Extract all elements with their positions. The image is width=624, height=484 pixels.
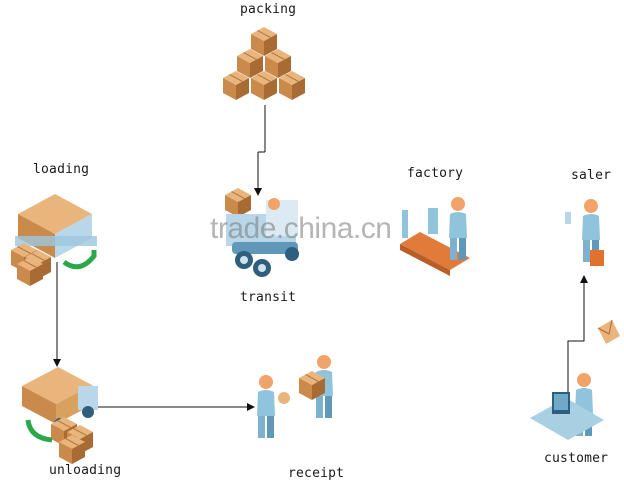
factory-workers-icon (400, 197, 470, 276)
label-receipt: receipt (288, 466, 345, 481)
label-customer: customer (544, 451, 609, 466)
label-loading: loading (33, 162, 90, 177)
label-unloading: unloading (49, 463, 122, 478)
label-transit: transit (240, 290, 297, 305)
arrow-customer-to-saler (567, 275, 588, 392)
envelope-icon (597, 319, 620, 344)
customer-computer-icon (530, 373, 604, 440)
loading-truck-icon (10, 194, 97, 287)
label-saler: saler (571, 168, 612, 183)
receipt-people-icon (257, 355, 333, 438)
label-factory: factory (407, 166, 464, 181)
boxes-pyramid-icon (222, 26, 306, 101)
forklift-icon (224, 187, 299, 277)
label-packing: packing (240, 2, 297, 17)
saler-person-icon (565, 199, 604, 266)
watermark: trade.china.cn (210, 212, 392, 245)
unloading-truck-icon (22, 367, 98, 465)
